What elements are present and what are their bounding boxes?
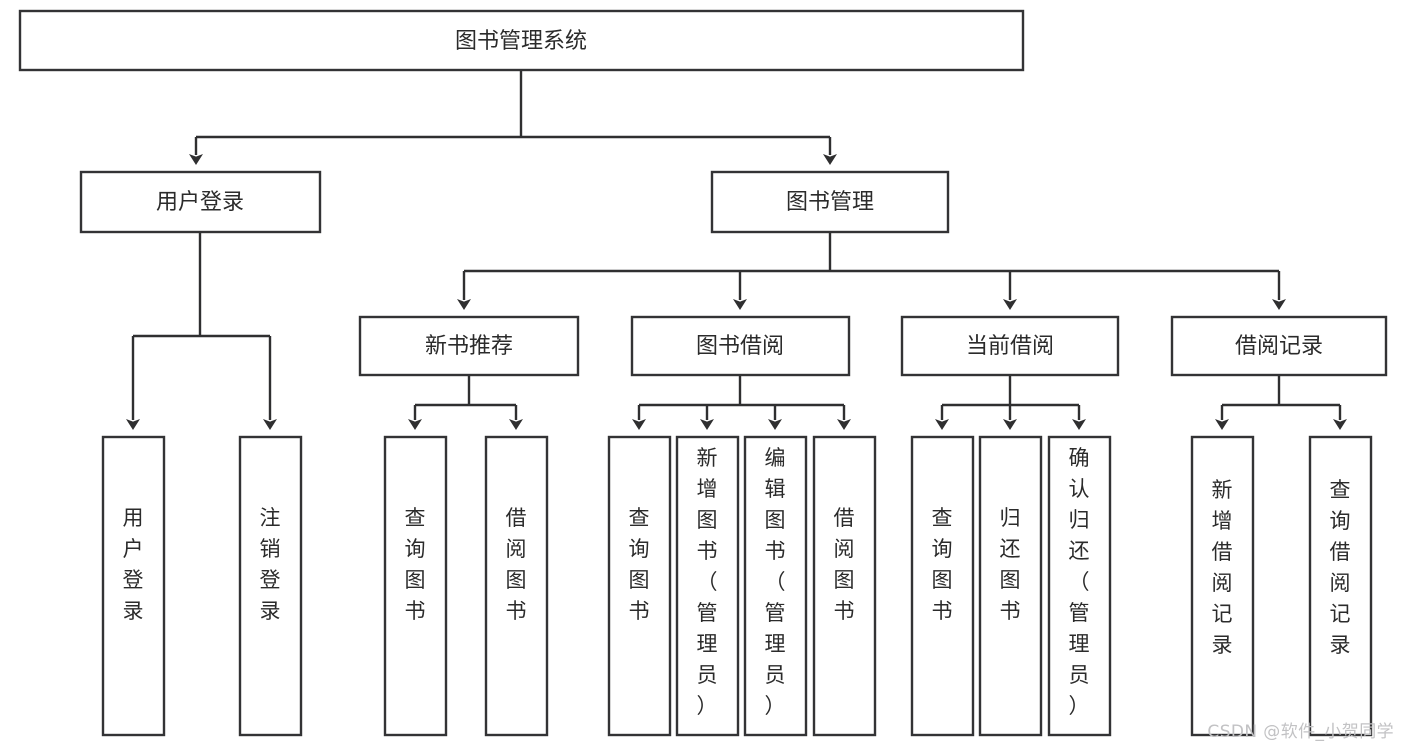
connector-root-to-level2 xyxy=(189,70,837,165)
connector-new-book-recommend-to-leaves xyxy=(408,375,523,430)
leaf-borrow-book-2[interactable]: 借阅图书 xyxy=(812,435,877,737)
node-book-management-label: 图书管理 xyxy=(786,190,874,215)
leaf-return-book-label: 归还图书 xyxy=(1000,506,1021,623)
node-borrow-record[interactable]: 借阅记录 xyxy=(1170,315,1388,377)
leaf-query-book-2-label: 查询图书 xyxy=(629,506,650,623)
leaf-query-book-2[interactable]: 查询图书 xyxy=(607,435,672,737)
leaf-query-book-3[interactable]: 查询图书 xyxy=(910,435,975,737)
node-user-login[interactable]: 用户登录 xyxy=(79,170,322,234)
leaf-confirm-return-label: 确认归还（管理员） xyxy=(1069,446,1090,718)
leaf-user-login-label: 用户登录 xyxy=(123,506,144,623)
leaf-logout[interactable]: 注销登录 xyxy=(238,435,303,737)
node-current-borrow[interactable]: 当前借阅 xyxy=(900,315,1120,377)
leaf-query-book-3-label: 查询图书 xyxy=(932,506,953,623)
leaf-query-record[interactable]: 查询借阅记录 xyxy=(1308,435,1373,737)
connector-book-borrow-to-leaves xyxy=(632,375,851,430)
node-user-login-label: 用户登录 xyxy=(156,190,244,215)
leaf-borrow-book-2-label: 借阅图书 xyxy=(834,506,855,623)
leaf-edit-book-admin[interactable]: 编辑图书（管理员） xyxy=(743,435,808,737)
leaf-user-login[interactable]: 用户登录 xyxy=(101,435,166,737)
leaf-edit-book-admin-label: 编辑图书（管理员） xyxy=(765,446,786,718)
node-current-borrow-label: 当前借阅 xyxy=(966,334,1054,359)
node-root-label: 图书管理系统 xyxy=(455,29,587,54)
node-borrow-record-label: 借阅记录 xyxy=(1235,334,1323,359)
leaf-query-book-1[interactable]: 查询图书 xyxy=(383,435,448,737)
leaf-add-record[interactable]: 新增借阅记录 xyxy=(1190,435,1255,737)
node-root-book-management-system[interactable]: 图书管理系统 xyxy=(18,9,1025,72)
leaf-confirm-return[interactable]: 确认归还（管理员） xyxy=(1047,435,1112,737)
leaf-add-record-label: 新增借阅记录 xyxy=(1212,478,1233,657)
leaf-return-book[interactable]: 归还图书 xyxy=(978,435,1043,737)
leaf-query-record-label: 查询借阅记录 xyxy=(1330,478,1351,657)
node-new-book-recommend-label: 新书推荐 xyxy=(425,334,513,359)
leaf-add-book-admin[interactable]: 新增图书（管理员） xyxy=(675,435,740,737)
node-new-book-recommend[interactable]: 新书推荐 xyxy=(358,315,580,377)
connector-user-login-to-leaves xyxy=(126,232,277,430)
node-book-management[interactable]: 图书管理 xyxy=(710,170,950,234)
csdn-watermark: CSDN @软件_小贺同学 xyxy=(1207,722,1394,742)
connector-book-management-to-level3 xyxy=(457,232,1286,310)
leaf-logout-label: 注销登录 xyxy=(260,506,281,623)
leaf-add-book-admin-label: 新增图书（管理员） xyxy=(697,446,718,718)
node-book-borrow[interactable]: 图书借阅 xyxy=(630,315,851,377)
leaf-borrow-book-1-label: 借阅图书 xyxy=(506,506,527,623)
node-book-borrow-label: 图书借阅 xyxy=(696,334,784,359)
connector-borrow-record-to-leaves xyxy=(1215,375,1347,430)
connector-current-borrow-to-leaves xyxy=(935,375,1086,430)
leaf-query-book-1-label: 查询图书 xyxy=(405,506,426,623)
leaf-borrow-book-1[interactable]: 借阅图书 xyxy=(484,435,549,737)
